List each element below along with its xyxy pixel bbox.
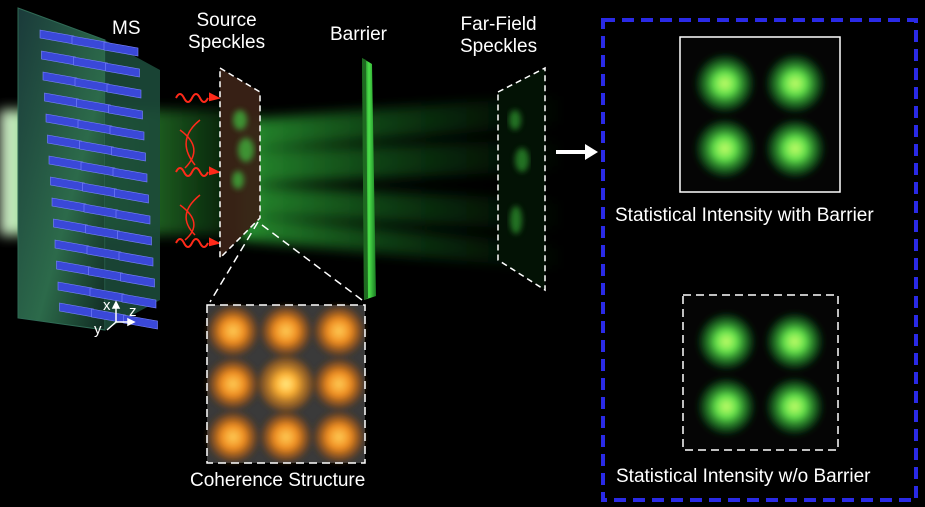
metasurface-pillar [112, 167, 148, 183]
coherence-spot [312, 410, 366, 464]
far-field-speckles-plane [497, 66, 546, 292]
metasurface-pillar [106, 83, 142, 99]
far-field-speckles-label: Far-Field Speckles [460, 14, 537, 58]
metasurface-pillar [114, 188, 149, 204]
intensity-with-barrier-panel [679, 36, 841, 193]
source-speckles-label-line1: Source [196, 10, 257, 31]
far-field-label-line2: Speckles [460, 36, 538, 57]
metasurface-pillars [39, 29, 158, 330]
intensity-without-barrier-label: Statistical Intensity w/o Barrier [616, 466, 871, 487]
intensity-without-barrier-panel [682, 294, 839, 451]
coherence-structure-label: Coherence Structure [190, 470, 366, 491]
intensity-spot [695, 310, 758, 373]
intensity-spot [763, 51, 828, 116]
coherence-spot [259, 410, 313, 464]
metasurface-block [17, 7, 160, 331]
axis-indicator [106, 300, 136, 331]
metasurface-pillar [111, 146, 146, 162]
coherence-spot [206, 304, 260, 358]
result-arrow-icon [556, 144, 598, 160]
source-speckles-plane [219, 66, 261, 260]
intensity-spot [763, 310, 826, 373]
intensity-spot [695, 375, 758, 438]
metasurface-pillar [109, 125, 145, 141]
intensity-spot [692, 116, 757, 181]
far-field-label-line1: Far-Field [460, 14, 537, 35]
metasurface-pillar [121, 293, 157, 309]
metasurface-pillar [117, 230, 152, 246]
propagating-beams [240, 95, 560, 270]
wave-emitters [175, 92, 221, 248]
coherence-structure-inset [206, 304, 366, 464]
coherence-spot [256, 354, 316, 414]
metasurface-pillar [115, 209, 151, 225]
coherence-spot [206, 410, 260, 464]
source-speckles-label: Source Speckles [188, 10, 265, 54]
metasurface-pillar [105, 62, 140, 78]
ms-label: MS [112, 18, 141, 39]
metasurface-pillar [118, 251, 154, 267]
source-speckles-label-line2: Speckles [188, 32, 266, 53]
metasurface-pillar [103, 41, 139, 57]
axis-y-label: y [94, 321, 102, 338]
intensity-with-barrier-label: Statistical Intensity with Barrier [615, 205, 874, 226]
coherence-spot [206, 357, 260, 411]
intensity-spot [763, 375, 826, 438]
metasurface-pillar [108, 104, 143, 120]
axis-z-label: z [129, 303, 137, 320]
metasurface-pillar [120, 272, 155, 288]
coherence-spot [259, 304, 313, 358]
barrier-plate [362, 58, 376, 300]
metasurface-pillar [123, 314, 158, 330]
intensity-spot [692, 51, 757, 116]
results-frame [601, 18, 918, 502]
coherence-spot [312, 304, 366, 358]
zoom-lines [209, 221, 363, 303]
barrier-label: Barrier [330, 24, 388, 45]
axis-x-label: x [103, 297, 111, 314]
intensity-spot [763, 116, 828, 181]
coherence-spot [312, 357, 366, 411]
